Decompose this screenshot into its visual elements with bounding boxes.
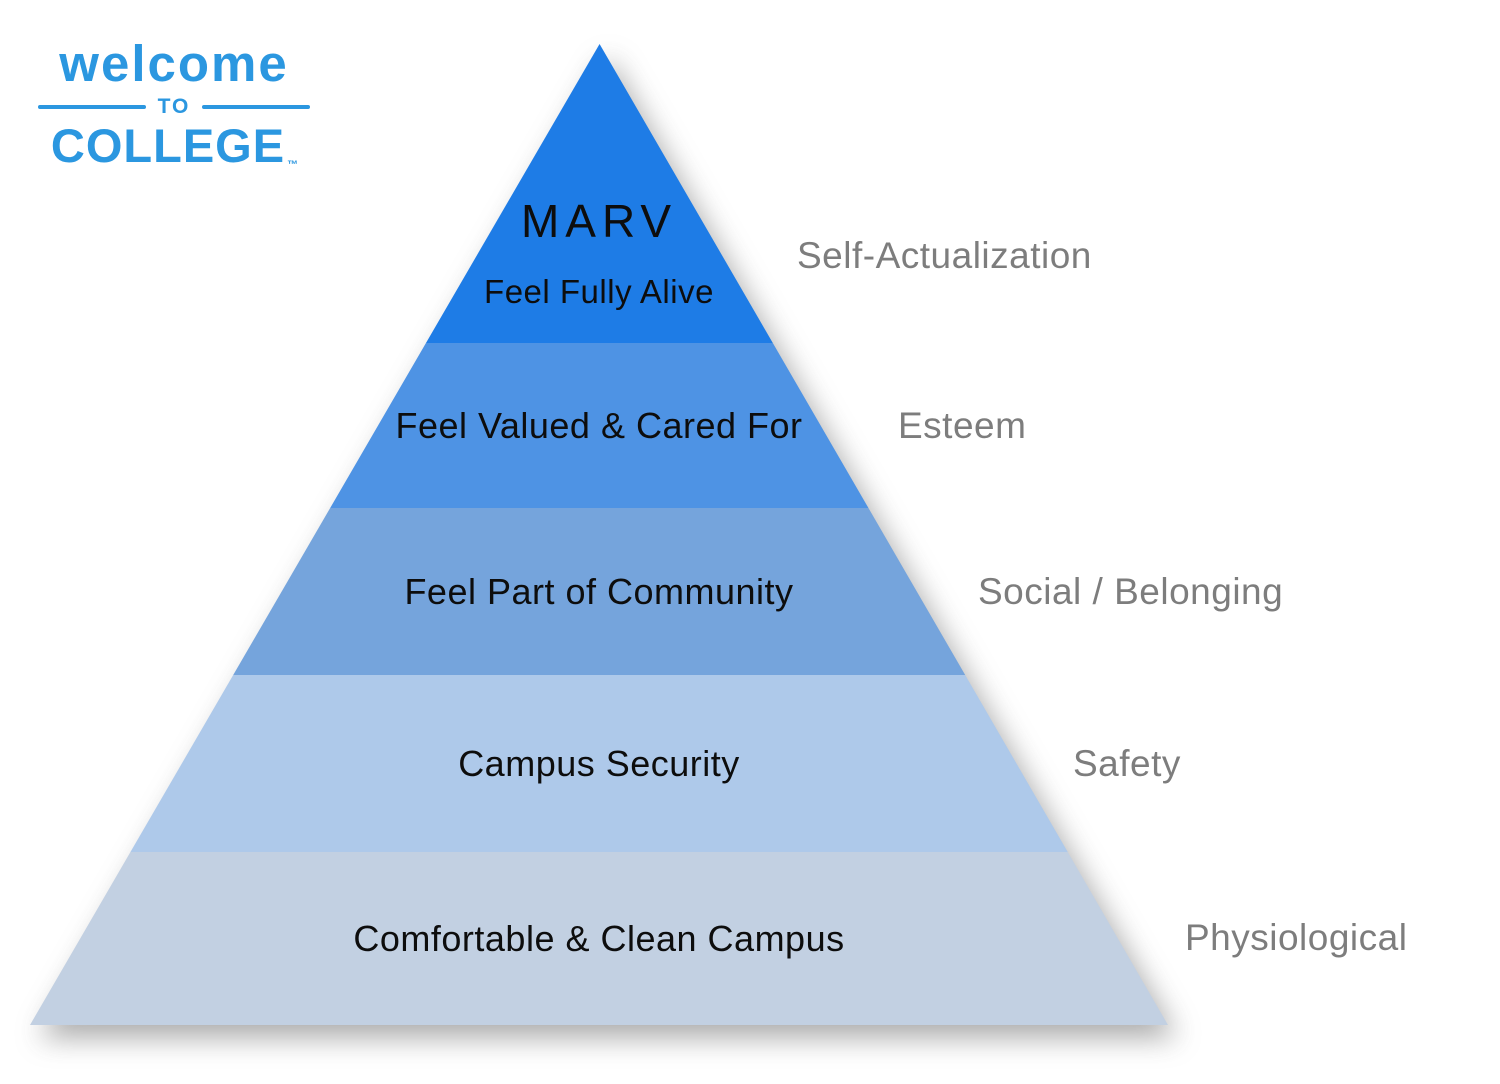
- side-label-physiological: Physiological: [1185, 917, 1408, 958]
- side-label-social-belonging: Social / Belonging: [978, 571, 1284, 612]
- logo-word-to: TO: [157, 95, 191, 118]
- level-1-subtitle: Feel Fully Alive: [484, 273, 714, 310]
- logo-to-row: TO: [38, 95, 311, 118]
- level-5-title: Comfortable & Clean Campus: [353, 917, 845, 959]
- level-3-title: Feel Part of Community: [404, 570, 794, 612]
- needs-pyramid: MARV Feel Fully Alive Feel Valued & Care…: [30, 44, 1168, 1025]
- side-label-esteem: Esteem: [898, 405, 1027, 446]
- logo-word-welcome: welcome: [59, 35, 289, 92]
- side-label-self-actualization: Self-Actualization: [797, 235, 1092, 276]
- level-4-title: Campus Security: [458, 742, 740, 784]
- pyramid-shadow-wrapper: MARV Feel Fully Alive Feel Valued & Care…: [30, 44, 1168, 1025]
- pyramid-level-physiological: Comfortable & Clean Campus: [30, 852, 1168, 1025]
- pyramid-level-safety: Campus Security: [30, 675, 1168, 852]
- logo-left-rule: [38, 104, 146, 109]
- logo-college-text: COLLEGE: [50, 119, 286, 172]
- trademark-symbol: ™: [287, 159, 300, 171]
- logo-right-rule: [202, 104, 311, 109]
- level-1-title: MARV: [520, 195, 678, 247]
- side-label-safety: Safety: [1073, 743, 1181, 784]
- level-2-title: Feel Valued & Cared For: [395, 404, 803, 446]
- pyramid-level-self-actualization: MARV Feel Fully Alive: [30, 44, 1168, 343]
